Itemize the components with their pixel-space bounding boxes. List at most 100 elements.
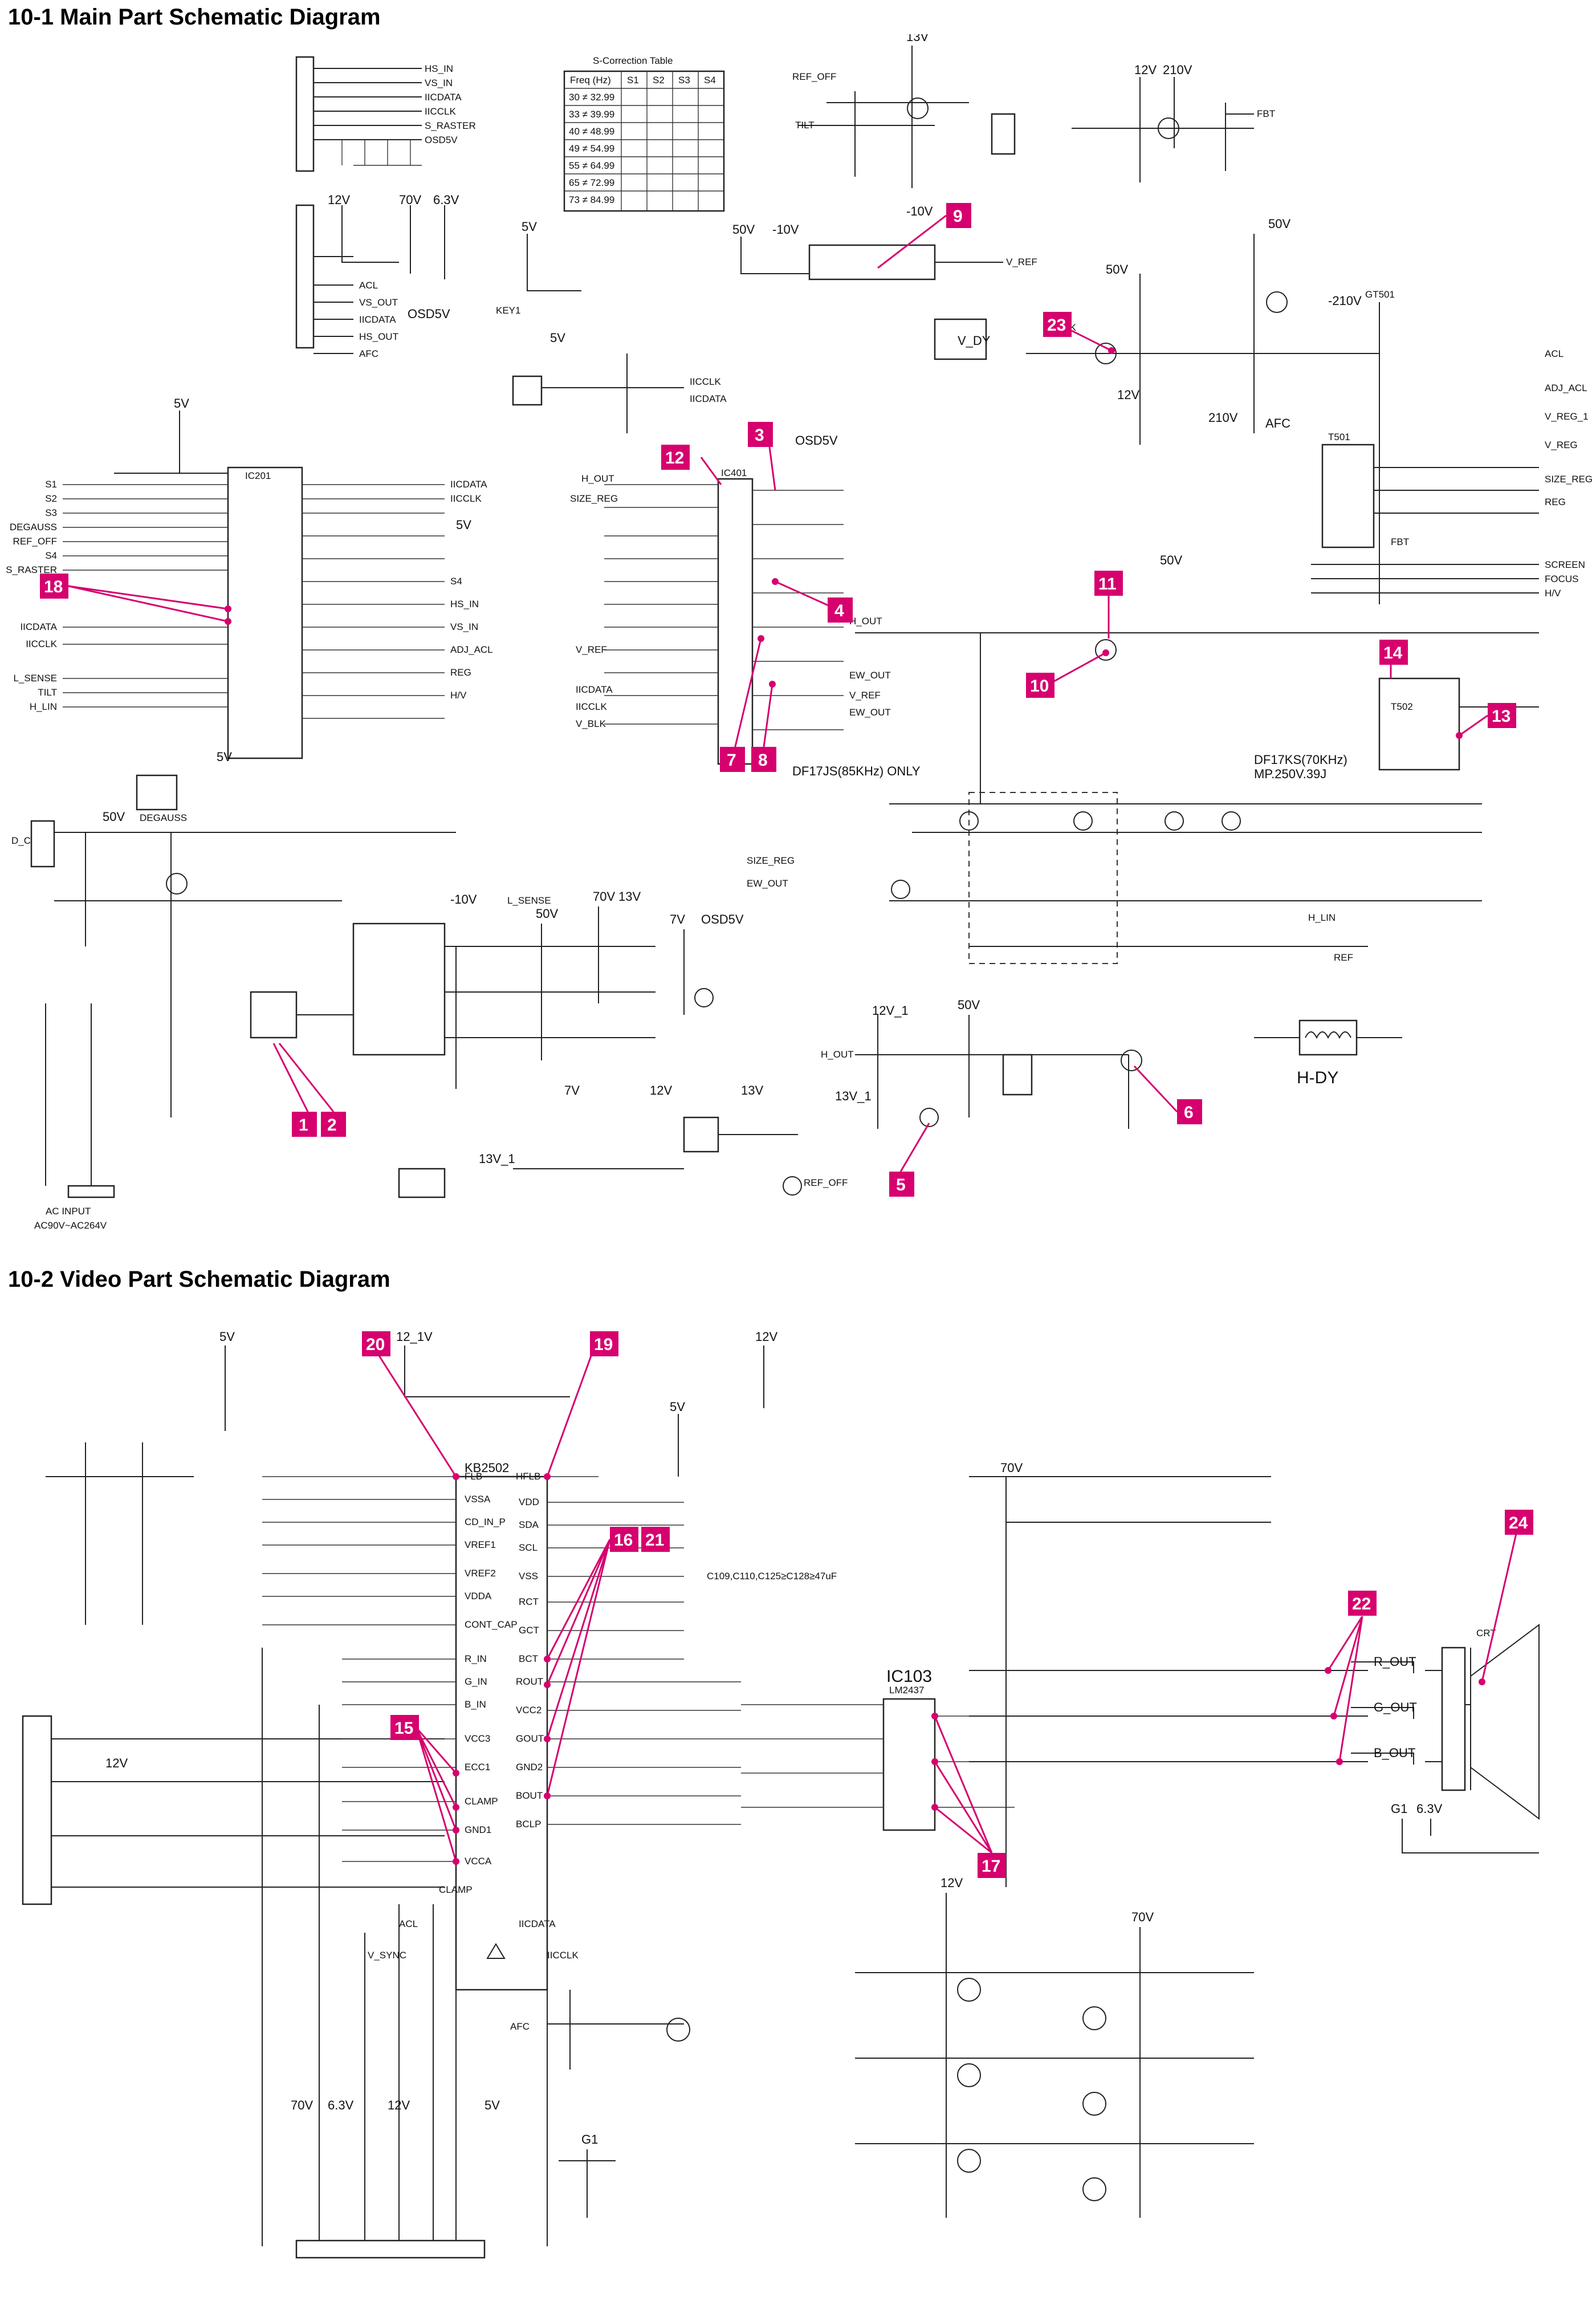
out-screen: SCREEN [1545, 559, 1585, 570]
ic201-out-hs-in: HS_IN [450, 599, 479, 609]
pin-gout: GOUT [516, 1733, 544, 1744]
note-df17ks: DF17KS(70KHz) [1254, 753, 1347, 767]
sig-h-out: H_OUT [821, 1049, 854, 1060]
in-ref-off: REF_OFF [13, 536, 57, 547]
svg-text:8: 8 [758, 751, 768, 770]
in-degauss: DEGAUSS [10, 522, 57, 532]
out-v-reg-1: V_REG_1 [1545, 411, 1589, 422]
pin-vdd: VDD [519, 1497, 539, 1507]
pin-bclp: BCLP [516, 1819, 541, 1830]
pin-vref1: VREF1 [465, 1539, 496, 1550]
svg-text:6: 6 [1184, 1103, 1194, 1122]
out-size-reg: SIZE_REG [1545, 474, 1593, 485]
pin-vcc2: VCC2 [516, 1705, 542, 1716]
supply-13v-1c: 13V_1 [479, 1152, 515, 1166]
pin-bout: BOUT [516, 1790, 543, 1801]
pin-rct: RCT [519, 1596, 539, 1607]
pin-clamp: CLAMP [465, 1796, 498, 1807]
supply-5v-low: 5V [217, 750, 232, 764]
ic401-out-ew-out-2: EW_OUT [849, 707, 891, 718]
supply-210v: 210V [1163, 63, 1192, 77]
ic401-out-v-ref: V_REF [849, 690, 881, 701]
supply-12v-3: 12V [1117, 388, 1139, 402]
sig-hs-in: HS_IN [425, 63, 453, 74]
out-adj-acl: ADJ_ACL [1545, 383, 1587, 393]
svg-text:17: 17 [982, 1857, 1000, 1876]
supply-210v-2: 210V [1208, 410, 1238, 425]
ic401-in-iicdata: IICDATA [576, 684, 613, 695]
video-supply-12v-2: 12V [940, 1876, 963, 1890]
svg-text:24: 24 [1509, 1514, 1528, 1532]
video-supply-12v-left: 12V [105, 1756, 128, 1770]
sig-afc: AFC [359, 348, 378, 359]
video-supply-6-3v-2: 6.3V [328, 2098, 354, 2112]
supply-neg10v: -10V [906, 204, 933, 218]
video-supply-70v-2: 70V [1131, 1910, 1154, 1924]
supply-afc: AFC [1265, 416, 1290, 430]
video-supply-70v: 70V [1000, 1461, 1023, 1475]
svg-text:10: 10 [1030, 677, 1049, 696]
marker-19: 19 [544, 1331, 618, 1480]
marker-20: 20 [362, 1331, 459, 1480]
fbt-driver-stage: 12V 210V FBT [1072, 63, 1275, 182]
pin-vss: VSS [519, 1571, 538, 1582]
supply-neg10v-2: -10V [772, 222, 799, 237]
label-iicclk: IICCLK [547, 1950, 579, 1961]
in-iicclk: IICCLK [26, 639, 57, 649]
video-bottom-section: CLAMP ACL IICDATA IICCLK V_SYNC AFC 70V … [262, 1648, 690, 2259]
ic201-label: IC201 [245, 470, 271, 481]
ic401-label: IC401 [721, 468, 747, 478]
marker-22: 22 [1325, 1591, 1377, 1765]
supply-osd5v-2: OSD5V [795, 433, 838, 448]
pin-gnd1: GND1 [465, 1824, 491, 1835]
s-table-row: 65 ≠ 72.99 [569, 177, 614, 188]
key-and-osd-area: 5V KEY1 5V IICCLK IICDATA [496, 219, 727, 433]
marker-2: 2 [278, 1043, 346, 1137]
note-mp250v: MP.250V.39J [1254, 767, 1326, 781]
sig-v-ref: V_REF [1006, 257, 1037, 267]
svg-text:20: 20 [366, 1335, 385, 1354]
supply-13v-2: 13V [618, 889, 641, 904]
out-fbt-2: FBT [1391, 536, 1409, 547]
sig-iicclk-2: IICCLK [690, 376, 721, 387]
supply-13v-1: 50V [732, 222, 755, 237]
pin-sda: SDA [519, 1519, 539, 1530]
in-s1: S1 [45, 479, 57, 490]
svg-text:9: 9 [953, 207, 963, 226]
svg-text:16: 16 [614, 1531, 633, 1550]
supply-13v-3: 13V [741, 1083, 763, 1097]
pin-vcc3: VCC3 [465, 1733, 490, 1744]
out-fbt: FBT [1257, 108, 1275, 119]
top-left-connector-block: HS_IN VS_IN IICDATA IICCLK S_RASTER OSD5… [295, 56, 476, 172]
supply-13v: 13V [906, 34, 929, 44]
s-table-h-s4: S4 [704, 75, 716, 86]
sig-s-raster: S_RASTER [425, 120, 476, 131]
sig-ref-off-2: REF_OFF [804, 1177, 848, 1188]
video-schematic: 5V 12_1V 12V 5V 70V 12V KB2502 FLB VSSA … [22, 1330, 1540, 2259]
sig-vs-out: VS_OUT [359, 297, 398, 308]
df17js-region: DF17JS(85KHz) ONLY DF17KS(70KHz) MP.250V… [747, 753, 1482, 964]
label-v-dy: V_DY [958, 334, 991, 348]
svg-text:5: 5 [896, 1176, 906, 1194]
marker-16: 16 [544, 1527, 638, 1799]
rgb-outputs: R_OUT G_OUT B_OUT CRT G1 6.3V [1271, 1624, 1540, 1853]
ic-cap-note: C109,C110,C125≥C128≥47uF [707, 1571, 837, 1582]
sig-size-reg: SIZE_REG [747, 855, 795, 866]
svg-text:12: 12 [665, 449, 684, 468]
pin-ecc1: ECC1 [465, 1762, 490, 1773]
video-section-title: 10-2 Video Part Schematic Diagram [8, 1267, 390, 1292]
supply-50v-3: 50V [1160, 553, 1182, 567]
video-supply-5v: 5V [219, 1330, 235, 1344]
s-table-row: 49 ≠ 54.99 [569, 143, 614, 154]
marker-12: 12 [661, 445, 722, 485]
second-connector-block: 12V 70V 6.3V ACL VS_OUT IICDATA HS_OUT O… [295, 193, 459, 359]
supply-50v-2: 50V [1106, 262, 1128, 277]
supply-13v-1d: 13V_1 [835, 1089, 872, 1103]
pin-bct: BCT [519, 1653, 538, 1664]
marker-3: 3 [748, 422, 776, 491]
supply-12v-2: 12V [1134, 63, 1157, 77]
svg-text:23: 23 [1047, 316, 1066, 335]
tilt-stage: 13V REF_OFF TILT -10V [792, 34, 1016, 218]
ic201-out-vs-in: VS_IN [450, 621, 478, 632]
video-supply-5v-2: 5V [670, 1400, 685, 1414]
